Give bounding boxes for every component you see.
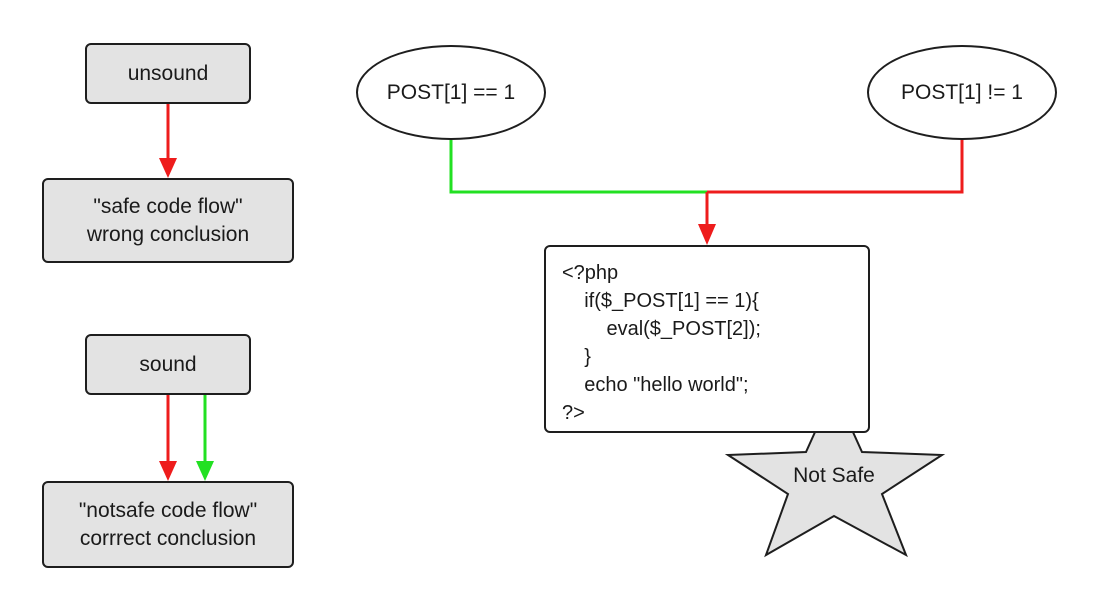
not-safe-star-icon [724, 387, 946, 558]
condition-left-ellipse: POST[1] == 1 [356, 45, 546, 140]
sound-result-box: "notsafe code flow" corrrect conclusion [42, 481, 294, 568]
not-safe-label: Not Safe [793, 464, 875, 487]
code-line: echo "hello world"; [562, 374, 749, 396]
unsound-label: unsound [127, 61, 209, 85]
sound-result-line1: "notsafe code flow" [78, 498, 258, 522]
condition-left-label: POST[1] == 1 [386, 80, 516, 104]
merge-arrowhead-red [698, 224, 716, 245]
right-condition-path-red [707, 140, 964, 194]
sound-arrowhead-green [196, 461, 214, 481]
php-code-box: <?php if($_POST[1] == 1){ eval($_POST[2]… [544, 245, 870, 433]
unsound-box: unsound [85, 43, 251, 104]
code-line: ?> [562, 402, 585, 424]
sound-label: sound [139, 352, 197, 376]
sound-arrowhead-red [159, 461, 177, 481]
unsound-result-box: "safe code flow" wrong conclusion [42, 178, 294, 263]
condition-right-label: POST[1] != 1 [901, 80, 1023, 104]
unsound-result-line2: wrong conclusion [86, 222, 250, 246]
condition-right-ellipse: POST[1] != 1 [867, 45, 1057, 140]
code-line: eval($_POST[2]); [562, 318, 761, 340]
code-line: } [562, 346, 591, 368]
code-line: if($_POST[1] == 1){ [562, 290, 759, 312]
sound-box: sound [85, 334, 251, 395]
code-line: <?php [562, 262, 619, 284]
unsound-result-line1: "safe code flow" [93, 194, 243, 218]
sound-result-line2: corrrect conclusion [79, 526, 257, 550]
left-condition-path-green [449, 140, 707, 194]
unsound-arrowhead-red [159, 158, 177, 178]
